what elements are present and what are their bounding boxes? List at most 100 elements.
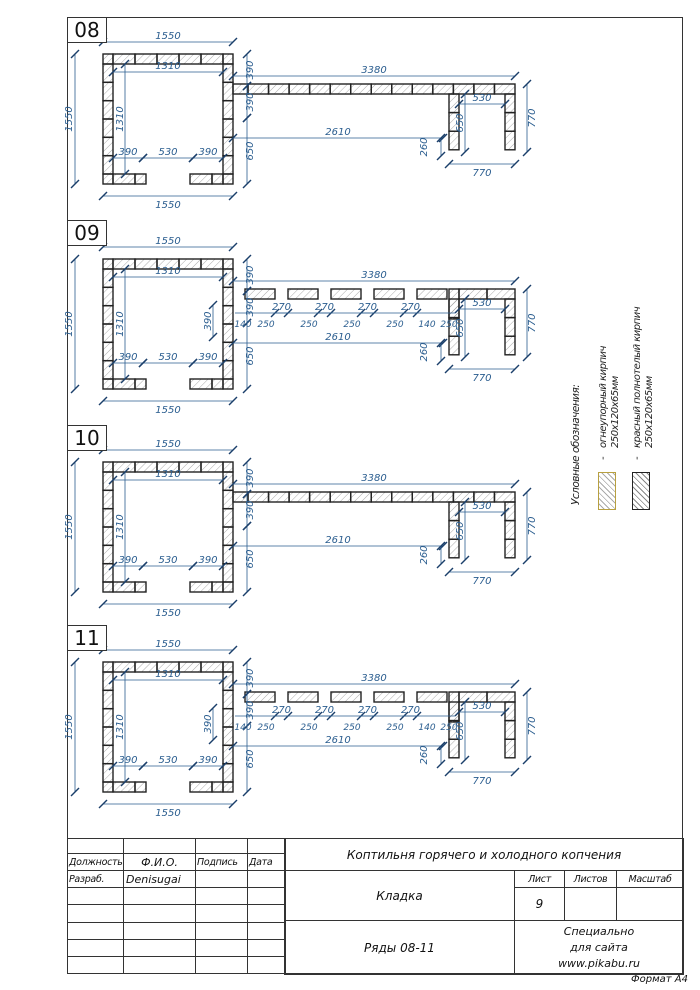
brick <box>222 304 234 325</box>
dimension-tick <box>510 71 520 81</box>
dim-inner-390: 390 <box>203 714 214 733</box>
row-label-09: 09 <box>67 220 107 246</box>
row-label-10: 10 <box>67 425 107 451</box>
dim-bottom-mid: 530 <box>158 147 177 158</box>
dim-gap: 270 <box>272 302 291 313</box>
dim-inner-top: 1310 <box>155 469 180 480</box>
dim-bottom-mid: 530 <box>158 352 177 363</box>
brick <box>102 99 114 120</box>
header-name: Ф.И.О. <box>123 853 196 872</box>
dimension-tick <box>436 541 446 551</box>
dimension-tick <box>188 358 198 368</box>
dimension-tick <box>70 787 80 797</box>
dimension-tick <box>120 169 130 179</box>
dimension-tick <box>510 567 520 577</box>
brick <box>134 781 147 793</box>
brick <box>448 738 460 759</box>
sheets-count <box>564 887 617 921</box>
dim-inner-390: 390 <box>203 311 214 330</box>
brick <box>308 83 331 95</box>
dim-gap: 270 <box>358 705 377 716</box>
brick <box>308 491 331 503</box>
dimension-tick <box>454 304 464 314</box>
dim-outer-left: 1550 <box>64 714 75 739</box>
dim-inner-left: 1310 <box>115 514 126 539</box>
dimension-tick <box>70 457 80 467</box>
brick <box>493 491 516 503</box>
dim-channel-inner: 2610 <box>325 332 350 343</box>
brick <box>329 83 352 95</box>
dimension-tick <box>242 657 252 667</box>
dim-outer-bottom: 1550 <box>155 405 180 416</box>
dimension-tick <box>120 667 130 677</box>
dimension-tick <box>500 304 510 314</box>
brick <box>102 154 114 175</box>
dimension-tick <box>120 577 130 587</box>
dimension-tick <box>228 799 238 809</box>
dimension-tick <box>228 445 238 455</box>
dimension-tick <box>228 396 238 406</box>
brick <box>112 53 136 65</box>
brick <box>102 81 114 102</box>
dim-gap: 270 <box>401 302 420 313</box>
brick <box>102 562 114 583</box>
dim-inner-top: 1310 <box>155 266 180 277</box>
dimension-tick <box>522 352 532 362</box>
dimension-tick <box>218 675 228 685</box>
dimension-tick <box>444 767 454 777</box>
brick <box>102 726 114 747</box>
brick <box>134 378 147 390</box>
dimension-tick <box>208 735 218 745</box>
dimension-tick <box>522 79 532 89</box>
dimension-tick <box>460 147 470 157</box>
brick <box>222 53 234 65</box>
dim-box-height-inner: 650 <box>455 318 466 337</box>
dimension-tick <box>436 559 446 569</box>
dim-side-top: 390 <box>245 60 256 79</box>
brick <box>102 258 114 270</box>
brick <box>211 581 224 593</box>
dim-inner-top: 1310 <box>155 669 180 680</box>
dimension-tick <box>108 475 118 485</box>
dim-side-mid: 390 <box>245 700 256 719</box>
dim-outer-bottom: 1550 <box>155 608 180 619</box>
dimension-tick <box>460 497 470 507</box>
dimension-tick <box>228 37 238 47</box>
brick <box>222 359 234 380</box>
dimension-tick <box>436 133 446 143</box>
dimension-tick <box>436 151 446 161</box>
dimension-tick <box>460 352 470 362</box>
dimension-tick <box>460 697 470 707</box>
brick <box>102 359 114 380</box>
dimension-tick <box>242 457 252 467</box>
dimension-tick <box>120 777 130 787</box>
header-signature: Подпись <box>195 853 248 872</box>
dim-box-width: 770 <box>472 776 491 787</box>
brick <box>448 335 460 356</box>
dim-outer-top: 1550 <box>155 639 180 650</box>
brick <box>102 661 114 673</box>
brick <box>448 298 460 319</box>
dimension-tick <box>460 294 470 304</box>
brick <box>222 707 234 728</box>
dimension-tick <box>70 384 80 394</box>
dim-channel-inner: 2610 <box>325 735 350 746</box>
dim-channel-length: 3380 <box>361 673 386 684</box>
dimension-tick <box>522 755 532 765</box>
dimension-tick <box>510 159 520 169</box>
dim-bottom-left: 390 <box>118 755 137 766</box>
dimension-tick <box>228 679 238 689</box>
dim-channel-length: 3380 <box>361 65 386 76</box>
dim-side-low: 650 <box>245 346 256 365</box>
brick <box>267 491 290 503</box>
dim-brick: 250 <box>386 320 403 330</box>
legend-fireclay-name: огнеупорный кирпич <box>598 346 609 448</box>
dimension-tick <box>444 159 454 169</box>
brick <box>222 526 234 547</box>
brick <box>112 461 136 473</box>
brick <box>504 316 516 337</box>
dimension-tick <box>436 741 446 751</box>
title-block: Должность Ф.И.О. Подпись Дата Разраб. De… <box>67 837 685 975</box>
dim-drop: 260 <box>419 342 430 361</box>
masonry-plans: 1550 1310 1550 1310 390 530 390 1550 390 390 650 33… <box>64 31 538 819</box>
